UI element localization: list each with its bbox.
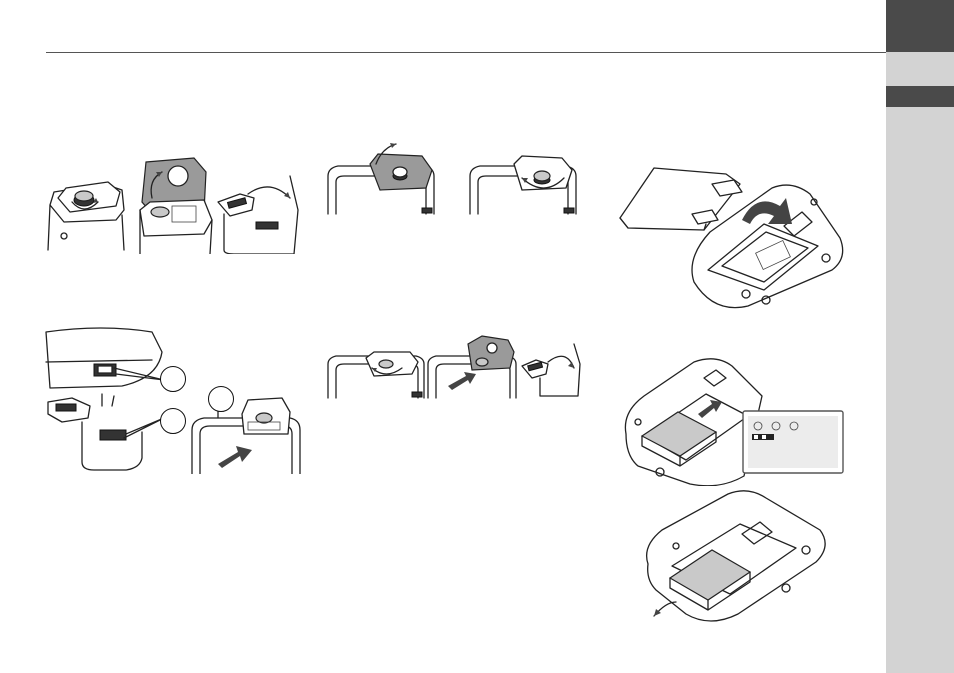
figure-cover-sequence-middle: [322, 334, 584, 400]
figure-cover-close-top-center: [322, 142, 586, 216]
callout-circle-3: [208, 386, 234, 412]
chapter-sidebar: [886, 0, 954, 673]
figure-connector-callouts: [42, 322, 302, 474]
cover-sequence-illustration-icon: [327, 335, 581, 399]
figure-battery-insert: [620, 356, 846, 486]
chapter-tab-active[interactable]: [886, 86, 954, 107]
battery-cover-screw-illustration-icon: [327, 143, 577, 215]
connector-callout-illustration-icon: [45, 327, 301, 474]
header-rule: [46, 52, 886, 53]
callout-circle-1: [160, 366, 186, 392]
callout-circle-2: [160, 408, 186, 434]
battery-label-inset: [742, 410, 844, 474]
figure-battery-remove: [636, 490, 832, 624]
chapter-tab-top[interactable]: [886, 0, 954, 52]
battery-cover-removal-illustration-icon: [619, 167, 844, 309]
battery-label-icon: [742, 410, 844, 474]
battery-remove-illustration-icon: [645, 490, 826, 622]
cover-sequence-illustration-icon: [47, 157, 299, 254]
figure-battery-cover-removal: [614, 162, 856, 310]
figure-cover-sequence-top-left: [44, 150, 304, 254]
battery-insert-illustration-icon: [624, 358, 763, 486]
